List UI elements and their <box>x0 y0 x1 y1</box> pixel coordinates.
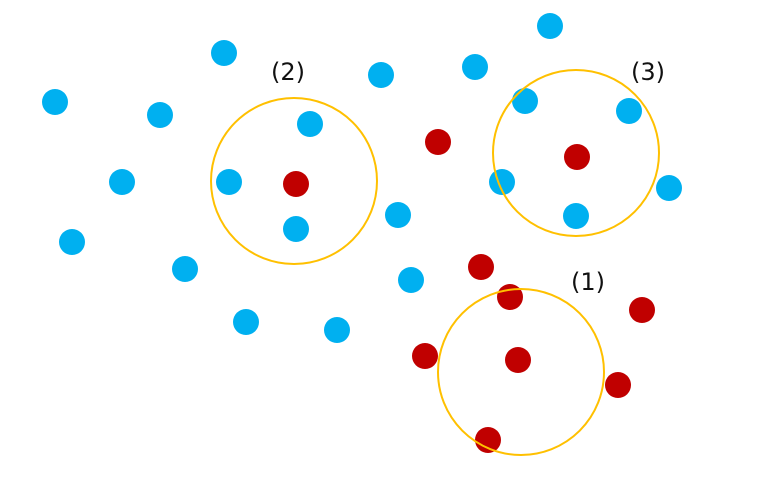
blue-point-4 <box>59 229 85 255</box>
ring-1 <box>437 288 605 456</box>
blue-point-0 <box>42 89 68 115</box>
red-point-30 <box>475 427 501 453</box>
blue-point-1 <box>147 102 173 128</box>
blue-point-13 <box>537 13 563 39</box>
ring-2-label: (2) <box>271 58 305 86</box>
blue-point-9 <box>297 111 323 137</box>
blue-point-19 <box>385 202 411 228</box>
blue-point-18 <box>563 203 589 229</box>
blue-point-16 <box>656 175 682 201</box>
blue-point-2 <box>211 40 237 66</box>
red-point-23 <box>564 144 590 170</box>
blue-point-20 <box>398 267 424 293</box>
red-point-26 <box>629 297 655 323</box>
red-point-21 <box>283 171 309 197</box>
rings-layer <box>210 69 660 456</box>
ring-3-label: (3) <box>631 58 665 86</box>
blue-point-14 <box>512 88 538 114</box>
red-point-22 <box>425 129 451 155</box>
red-point-29 <box>605 372 631 398</box>
blue-point-11 <box>368 62 394 88</box>
blue-point-3 <box>109 169 135 195</box>
blue-point-7 <box>324 317 350 343</box>
red-point-28 <box>505 347 531 373</box>
points-layer <box>42 13 682 453</box>
red-point-27 <box>412 343 438 369</box>
red-point-24 <box>468 254 494 280</box>
blue-point-6 <box>233 309 259 335</box>
ring-3 <box>492 69 660 237</box>
blue-point-15 <box>616 98 642 124</box>
ring-2 <box>210 97 378 265</box>
blue-point-12 <box>462 54 488 80</box>
blue-point-10 <box>283 216 309 242</box>
red-point-25 <box>497 284 523 310</box>
blue-point-8 <box>216 169 242 195</box>
ring-1-label: (1) <box>571 268 605 296</box>
blue-point-5 <box>172 256 198 282</box>
